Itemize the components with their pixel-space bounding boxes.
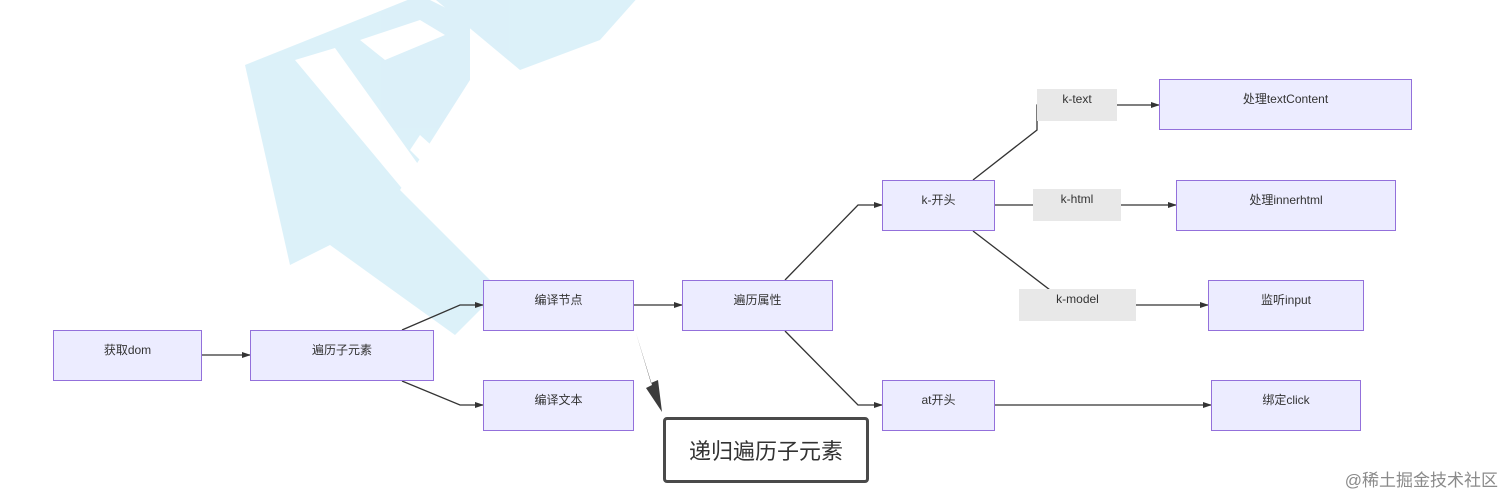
- node-k-prefix-label: k-开头: [921, 193, 956, 207]
- node-get-dom-label: 获取dom: [103, 343, 152, 357]
- edge-label-k-html: k-html: [1033, 189, 1121, 221]
- node-compile-text-label: 编译文本: [534, 393, 583, 407]
- node-handle-text-content-label: 处理textContent: [1242, 92, 1329, 106]
- node-traverse-children[interactable]: 遍历子元素: [250, 330, 434, 381]
- node-handle-text-content[interactable]: 处理textContent: [1159, 79, 1412, 130]
- node-compile-text[interactable]: 编译文本: [483, 380, 634, 431]
- callout-recursive-traverse: 递归遍历子元素: [663, 417, 869, 483]
- node-compile-node-label: 编译节点: [534, 293, 583, 307]
- edge-attrs-to-at-prefix: [784, 330, 883, 408]
- node-listen-input-label: 监听input: [1260, 293, 1312, 307]
- node-get-dom[interactable]: 获取dom: [53, 330, 202, 381]
- node-traverse-children-label: 遍历子元素: [311, 343, 372, 357]
- node-listen-input[interactable]: 监听input: [1208, 280, 1364, 331]
- node-traverse-attrs[interactable]: 遍历属性: [682, 280, 833, 331]
- node-compile-node[interactable]: 编译节点: [483, 280, 634, 331]
- node-at-prefix[interactable]: at开头: [882, 380, 995, 431]
- node-handle-inner-html-label: 处理innerhtml: [1249, 193, 1323, 207]
- edge-label-k-model: k-model: [1019, 289, 1136, 321]
- edge-label-k-text: k-text: [1037, 89, 1117, 121]
- edge-attrs-to-k-prefix: [784, 202, 883, 281]
- node-k-prefix[interactable]: k-开头: [882, 180, 995, 231]
- node-bind-click[interactable]: 绑定click: [1211, 380, 1361, 431]
- node-at-prefix-label: at开头: [921, 393, 956, 407]
- watermark-credit: @稀土掘金技术社区: [1344, 471, 1498, 490]
- node-handle-inner-html[interactable]: 处理innerhtml: [1176, 180, 1396, 231]
- callout-pointer: [636, 333, 662, 412]
- edge-traverse-to-compile-text: [401, 380, 484, 408]
- edge-traverse-to-compile-node: [401, 302, 484, 331]
- node-traverse-attrs-label: 遍历属性: [733, 293, 782, 307]
- node-bind-click-label: 绑定click: [1262, 393, 1310, 407]
